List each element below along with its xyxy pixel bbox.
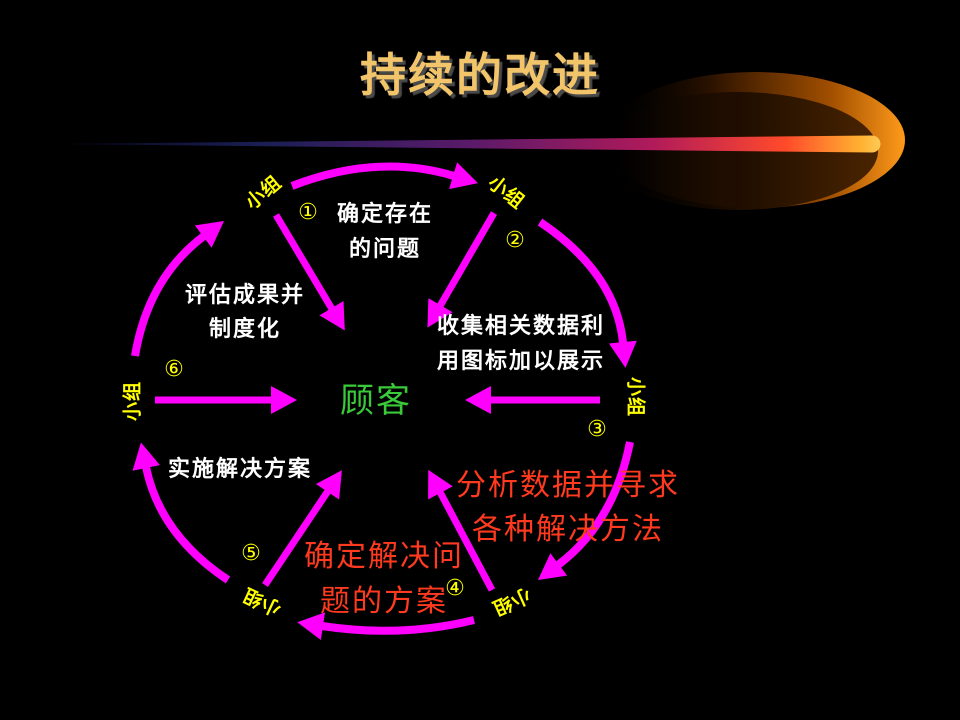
cycle-arrow-3-to-4 [538, 441, 634, 581]
inward-arrow-4 [428, 469, 496, 592]
inward-arrow-2 [427, 211, 498, 328]
step-number-1: ① [298, 200, 318, 225]
step-number-6: ⑥ [164, 357, 184, 382]
step-label-line: 确定存在 [336, 202, 434, 227]
cycle-arrow-1-to-2 [290, 162, 478, 190]
step-label-line: 分析数据并寻求 [456, 468, 680, 503]
cycle-arrow-4-to-5 [297, 612, 475, 640]
step-label-line: 制度化 [208, 317, 282, 342]
step-number-4: ④ [445, 576, 465, 601]
group-label-3: 小组 [624, 376, 647, 418]
step-number-2: ② [505, 228, 525, 253]
comet-band [55, 135, 881, 153]
step-label-3: 分析数据并寻求 各种解决方法 [456, 464, 680, 552]
step-label-5: 实施解决方案 [168, 452, 312, 487]
step-label-line: 各种解决方法 [472, 512, 664, 547]
slide-title: 持续的改进 [360, 48, 600, 102]
step-label-line: 题的方案 [320, 584, 448, 619]
cycle-arrow-2-to-3 [537, 218, 637, 368]
customer-center-label: 顾客 [340, 381, 412, 421]
step-label-1: 确定存在 的问题 [337, 197, 433, 267]
inward-arrow-5 [262, 470, 342, 587]
step-label-line: 评估成果并 [184, 283, 306, 308]
step-label-line: 确定解决问 [304, 539, 464, 574]
step-label-6: 评估成果并 制度化 [185, 279, 305, 347]
step-number-3: ③ [587, 417, 607, 442]
group-label-6: 小组 [121, 380, 144, 422]
step-label-line: 实施解决方案 [167, 457, 313, 482]
step-number-5: ⑤ [241, 541, 261, 566]
step-label-line: 用图标加以展示 [436, 349, 606, 374]
cycle-arrow-5-to-6 [132, 442, 231, 584]
inward-arrow-1 [272, 213, 345, 331]
step-label-line: 收集相关数据利 [436, 314, 606, 339]
step-label-4: 确定解决问 题的方案 [304, 534, 464, 624]
step-label-2: 收集相关数据利 用图标加以展示 [437, 309, 605, 379]
step-label-line: 的问题 [348, 237, 422, 262]
cycle-arrow-6-to-1 [131, 220, 224, 357]
